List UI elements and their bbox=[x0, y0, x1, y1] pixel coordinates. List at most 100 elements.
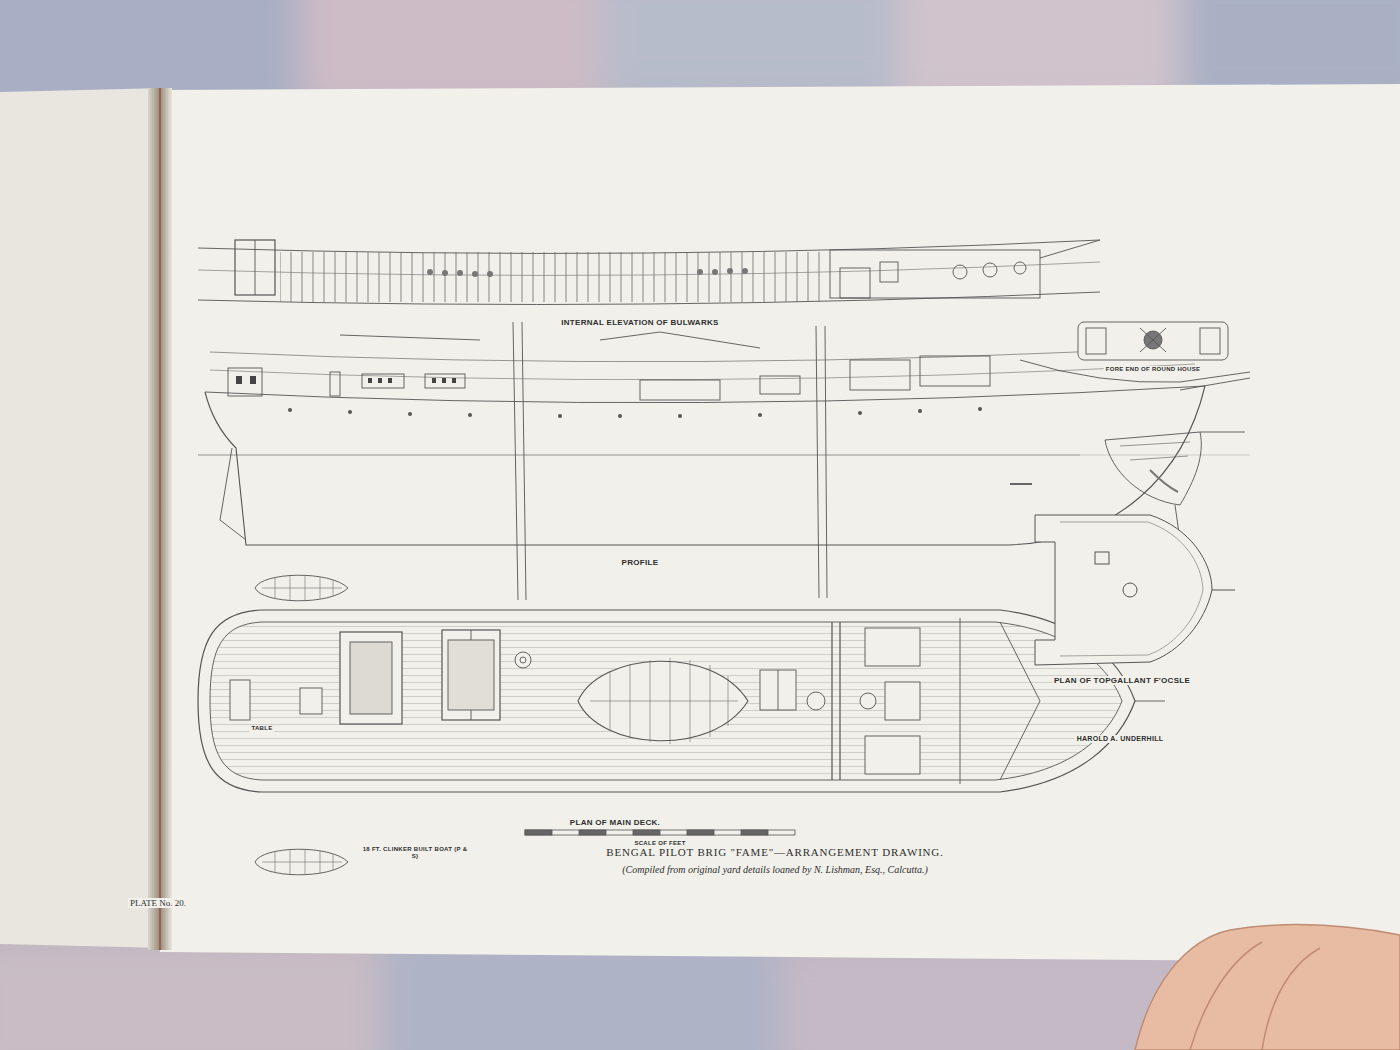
hull-profile-part-part bbox=[348, 410, 352, 414]
scale-bar-part bbox=[687, 830, 714, 835]
hull-profile-part bbox=[1010, 483, 1032, 485]
focsle-plan-part bbox=[1123, 583, 1137, 597]
bulwark-elevation-part bbox=[198, 240, 1100, 253]
hull-profile-part-part bbox=[678, 414, 682, 418]
bulwark-elevation-part-part bbox=[727, 268, 733, 274]
bulwark-elevation-part-part bbox=[742, 268, 748, 274]
main-deck-plan-part bbox=[515, 652, 531, 668]
bulwark-elevation-part bbox=[840, 268, 870, 298]
hull-profile-part-part bbox=[408, 412, 412, 416]
hull-profile-part-part bbox=[288, 408, 292, 412]
hull-profile-part-part bbox=[388, 378, 392, 383]
main-deck-plan-part bbox=[520, 657, 526, 663]
bulwark-elevation-part bbox=[1014, 262, 1026, 274]
hull-profile-part-part bbox=[236, 376, 242, 384]
view-title: PLAN OF MAIN DECK. bbox=[568, 818, 662, 827]
main-deck-plan-part bbox=[760, 670, 796, 710]
main-deck-plan-part bbox=[860, 693, 876, 709]
hull-profile-part-part bbox=[378, 378, 382, 383]
hand bbox=[1135, 925, 1400, 1050]
book-pages-part bbox=[148, 88, 172, 950]
view-title: PLAN OF TOPGALLANT F'OCSLE bbox=[1052, 676, 1192, 685]
main-deck-plan bbox=[198, 610, 1165, 792]
bulwark-elevation-part bbox=[983, 263, 997, 277]
hull-profile-part bbox=[425, 374, 465, 388]
hull-profile-part bbox=[288, 407, 982, 418]
hull-profile-part bbox=[600, 332, 760, 348]
bulwark-elevation-part-part bbox=[712, 269, 718, 275]
hull-profile-part-part bbox=[250, 376, 256, 384]
hull-profile-part-part bbox=[368, 378, 372, 383]
ship-boat-part bbox=[262, 850, 342, 874]
scale-bar-part bbox=[525, 830, 795, 835]
bulwark-elevation-part bbox=[1040, 240, 1100, 258]
hull-profile-part-part bbox=[558, 414, 562, 418]
detail-title: FORE END OF ROUND HOUSE bbox=[1104, 366, 1203, 373]
plate-caption: (Compiled from original yard details loa… bbox=[620, 864, 930, 876]
boat-label: 18 FT. CLINKER BUILT BOAT (P & S) bbox=[358, 846, 472, 860]
plate-number: PLATE No. 20. bbox=[128, 898, 188, 908]
bulwark-elevation-part bbox=[880, 262, 898, 282]
main-deck-plan-part bbox=[442, 630, 500, 720]
hull-profile-part bbox=[340, 335, 480, 340]
bulwark-elevation-part bbox=[280, 252, 825, 302]
bulwark-elevation-part bbox=[235, 240, 275, 295]
ship-boat-part bbox=[255, 575, 348, 601]
hull-profile-part bbox=[816, 326, 827, 598]
bulwark-elevation-part-part bbox=[457, 270, 463, 276]
ship-boat-part bbox=[262, 576, 342, 600]
bulwark-elevation-part bbox=[255, 240, 256, 295]
round-house-end-part bbox=[1078, 322, 1228, 360]
hull-profile-part bbox=[198, 455, 1080, 456]
bulwark-elevation-part bbox=[427, 268, 748, 277]
bulwark-elevation-part-part bbox=[427, 269, 433, 275]
round-house-end-part bbox=[1140, 328, 1166, 352]
bow-detail-part bbox=[1120, 442, 1190, 460]
main-deck-plan-part bbox=[807, 692, 825, 710]
round-house-end-part bbox=[1086, 328, 1106, 354]
hull-profile-part-part bbox=[978, 407, 982, 411]
focsle-plan bbox=[1035, 515, 1235, 665]
hull-profile-part-part bbox=[442, 378, 446, 383]
main-deck-plan-part bbox=[865, 628, 920, 666]
focsle-plan-part bbox=[1212, 590, 1235, 591]
hull-profile-part-part bbox=[432, 378, 436, 383]
hull-profile-part bbox=[640, 380, 720, 400]
bulwark-elevation bbox=[198, 240, 1100, 305]
hull-profile-part-part bbox=[918, 409, 922, 413]
ship-boat-part bbox=[255, 849, 348, 875]
hull-profile-part bbox=[920, 356, 990, 386]
hull-profile-part-part bbox=[858, 411, 862, 415]
hull-profile-part bbox=[1080, 455, 1250, 456]
main-deck-plan-part bbox=[340, 632, 402, 724]
hull-profile-part bbox=[210, 364, 1195, 380]
main-deck-plan-part bbox=[590, 658, 738, 744]
hull-profile-part-part bbox=[452, 378, 456, 383]
main-deck-plan-part bbox=[960, 618, 1040, 784]
scale-bar-part bbox=[633, 830, 660, 835]
book-pages-part bbox=[159, 88, 160, 950]
main-deck-plan-part bbox=[778, 670, 779, 710]
hull-profile-part bbox=[362, 374, 404, 388]
hull-profile-part-part bbox=[468, 413, 472, 417]
book-pages-part bbox=[0, 88, 165, 948]
hull-profile-part bbox=[760, 376, 800, 394]
hull-profile-part bbox=[513, 322, 526, 600]
focsle-plan-part bbox=[1060, 522, 1203, 656]
main-deck-plan-part bbox=[885, 682, 920, 720]
main-deck-plan-part bbox=[210, 622, 1122, 780]
bow-detail-part bbox=[1105, 432, 1245, 440]
plate-title: BENGAL PILOT BRIG "FAME"—ARRANGEMENT DRA… bbox=[604, 846, 945, 859]
hull-profile-part bbox=[850, 360, 910, 390]
hull-profile-part bbox=[210, 346, 1195, 362]
bulwark-elevation-part bbox=[953, 265, 967, 279]
hull-profile-part-part bbox=[618, 414, 622, 418]
main-deck-plan-part bbox=[230, 680, 250, 720]
round-house-end bbox=[1078, 322, 1228, 360]
scale-bar-part bbox=[579, 830, 606, 835]
focsle-plan-part bbox=[1095, 552, 1109, 564]
bulwark-elevation-part-part bbox=[487, 271, 493, 277]
bow-detail-part bbox=[1150, 470, 1178, 492]
